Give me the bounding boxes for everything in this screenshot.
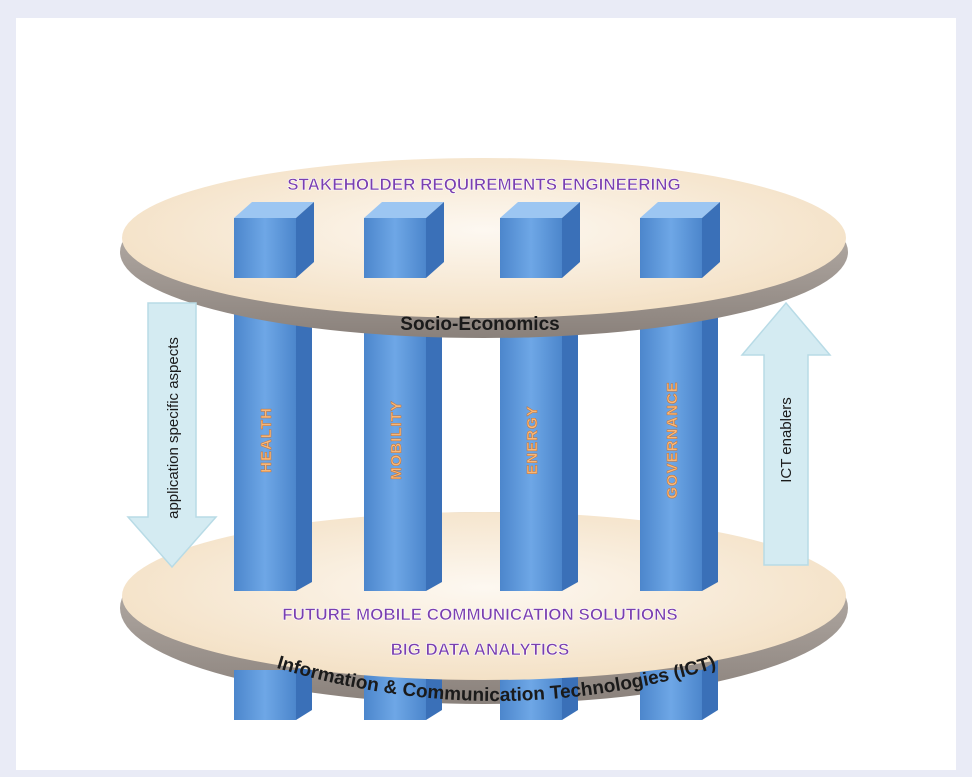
cube-mobility <box>364 202 444 278</box>
pillar-label-mobility: MOBILITY <box>388 400 405 480</box>
pillar-label-health: HEALTH <box>258 407 275 473</box>
top-ring-title: STAKEHOLDER REQUIREMENTS ENGINEERING <box>287 175 681 194</box>
left-arrow-label: application specific aspects <box>165 337 182 519</box>
cube-health <box>234 202 314 278</box>
right-arrow-up <box>740 301 832 566</box>
cube-energy <box>500 202 580 278</box>
top-ring-rim-label: Socio-Economics <box>400 314 559 335</box>
pillar-stubs <box>234 660 718 720</box>
pillar-health <box>234 295 312 591</box>
pillar-governance <box>640 295 718 591</box>
pillar-label-energy: ENERGY <box>524 405 541 474</box>
pillar-label-governance: GOVERNANCE <box>664 381 681 499</box>
pillar-energy <box>500 295 578 591</box>
bottom-ring-line2: BIG DATA ANALYTICS <box>391 640 570 659</box>
cube-governance <box>640 202 720 278</box>
right-arrow-label: ICT enablers <box>778 397 795 483</box>
left-arrow-down <box>126 302 218 569</box>
bottom-ring-line1: FUTURE MOBILE COMMUNICATION SOLUTIONS <box>282 605 677 624</box>
pillar-mobility <box>364 295 442 591</box>
